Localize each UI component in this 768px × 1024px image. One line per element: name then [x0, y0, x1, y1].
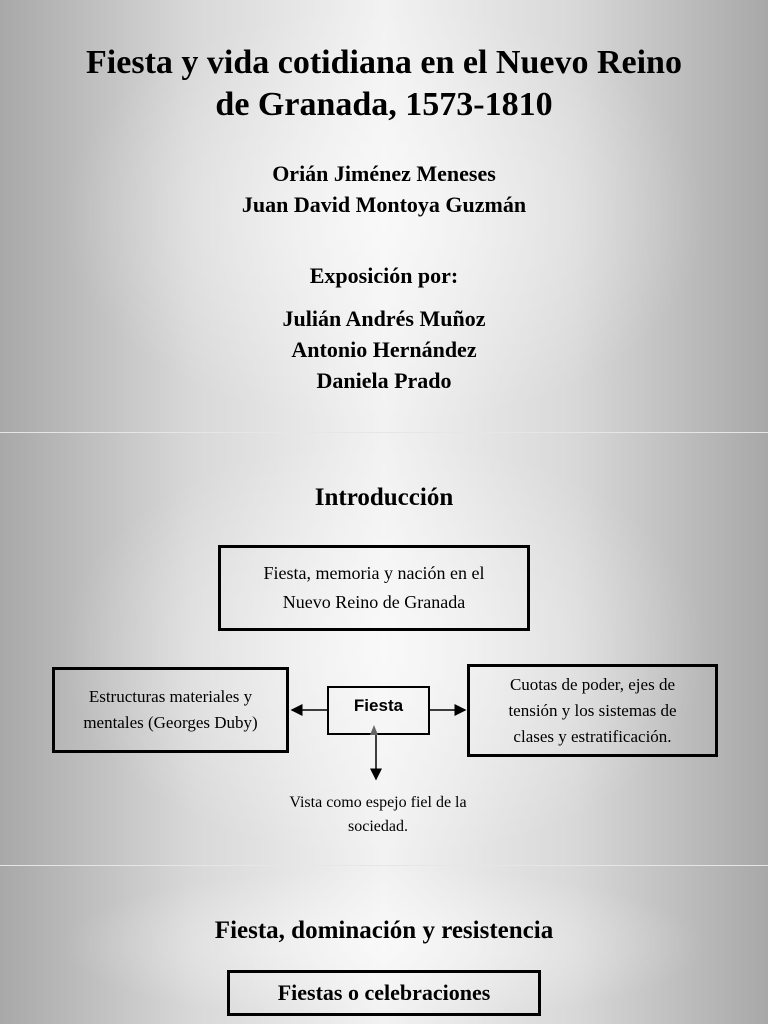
box-fiesta: Fiesta: [327, 686, 430, 735]
slide-divider: [0, 432, 768, 433]
caption-line-2: sociedad.: [348, 818, 408, 835]
intro-heading: Introducción: [314, 484, 454, 511]
box-fiesta-memoria: Fiesta, memoria y nación en el Nuevo Rei…: [218, 545, 530, 631]
presenter-2: Antonio Hernández: [291, 337, 477, 362]
presenter-3: Daniela Prado: [316, 368, 452, 393]
slide-divider: [0, 865, 768, 866]
diagram-arrows: [290, 704, 467, 781]
caption-line-1: Vista como espejo fiel de la: [289, 794, 467, 811]
box-estructuras: Estructuras materiales y mentales (Georg…: [52, 667, 289, 753]
box-cuotas-poder: Cuotas de poder, ejes de tensión y los s…: [467, 664, 718, 757]
dominacion-heading: Fiesta, dominación y resistencia: [214, 917, 554, 944]
author-1: Orián Jiménez Meneses: [272, 161, 496, 186]
author-2: Juan David Montoya Guzmán: [241, 192, 527, 217]
book-authors: Orián Jiménez Meneses Juan David Montoya…: [0, 158, 768, 220]
dominacion-slide: Fiesta, dominación y resistencia Fiestas…: [0, 866, 768, 1024]
exposicion-label: Exposición por:: [309, 263, 459, 288]
presenter-1: Julián Andrés Muñoz: [282, 306, 486, 331]
title-line-2: de Granada, 1573-1810: [215, 86, 553, 123]
box-fiestas-celebraciones: Fiestas o celebraciones: [227, 970, 541, 1016]
box-left-line-1: Estructuras materiales y: [88, 687, 253, 706]
box-top-line-1: Fiesta, memoria y nación en el: [263, 563, 485, 583]
presentation-title: Fiesta y vida cotidiana en el Nuevo Rein…: [20, 42, 748, 126]
intro-slide: Introducción Fiesta, memoria y nación en…: [0, 433, 768, 865]
caption-vista: Vista como espejo fiel de la sociedad.: [238, 791, 518, 839]
box-right-line-2: tensión y los sistemas de: [508, 700, 677, 720]
arrow-up-marker: [370, 725, 378, 735]
box-top-line-2: Nuevo Reino de Granada: [282, 592, 466, 612]
presenters-list: Julián Andrés Muñoz Antonio Hernández Da…: [0, 303, 768, 396]
box-left-line-2: mentales (Georges Duby): [83, 713, 258, 732]
box-right-line-1: Cuotas de poder, ejes de: [509, 674, 675, 694]
title-slide: Fiesta y vida cotidiana en el Nuevo Rein…: [0, 0, 768, 432]
box-right-line-3: clases y estratificación.: [513, 726, 672, 746]
title-line-1: Fiesta y vida cotidiana en el Nuevo Rein…: [86, 44, 682, 81]
